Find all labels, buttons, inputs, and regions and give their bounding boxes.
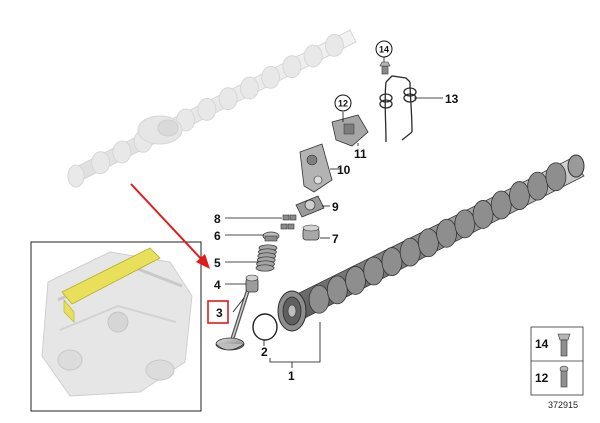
callout-1: 1 [288,369,295,383]
cam-lobe [112,140,132,164]
cam-lobe [399,237,421,267]
legend-label-14: 14 [535,337,549,351]
cam-lobe [509,181,530,210]
callout-labels: 8 6 5 4 3 2 1 7 9 10 11 13 [214,92,459,383]
cam-lobe [261,65,281,89]
valve-stem-seal [245,274,259,293]
valve-spring [255,244,278,272]
callout-10: 10 [337,163,351,177]
gate-block [331,114,369,147]
cam-lobe [282,55,302,79]
spring-retainer [262,231,280,242]
highlight-box [207,300,229,324]
valve-keeper [280,214,297,230]
cam-lobe [527,171,549,201]
cam-lobe [436,218,458,248]
callout-4: 4 [214,278,221,292]
bolt-icon [557,333,571,357]
svg-text:12: 12 [338,99,348,109]
engine-inset [30,241,202,412]
diagram-number: 372915 [548,400,578,410]
callout-2: 2 [261,345,268,359]
cam-lobe [239,76,259,100]
torsion-spring [379,75,417,143]
o-ring [252,313,278,341]
callout-9: 9 [332,200,339,214]
bolt-icon [559,365,569,388]
red-pointer-arrow [130,183,210,269]
lash-adjuster [302,224,320,241]
circled-callout-12: 12 [334,94,352,112]
callout-8: 8 [214,212,221,226]
roller-finger-follower [295,195,325,218]
cam-lobe [324,33,344,57]
callout-6: 6 [214,229,221,243]
ghost-camshaft [67,29,357,188]
callout-13: 13 [445,92,459,106]
callout-5: 5 [214,256,221,270]
fastener-legend: 14 12 [530,326,584,396]
cam-lobe [197,97,217,121]
callout-7: 7 [332,232,339,246]
cam-lobe [381,247,403,276]
cam-lobe [345,266,366,295]
cam-lobe [91,151,111,175]
svg-text:14: 14 [379,45,389,55]
cam-lobe [472,200,494,229]
spring-bolt [379,61,391,75]
intermediate-lever [299,143,333,193]
callout-3: 3 [216,306,223,320]
cam-lobe [454,209,476,239]
cam-lobe [303,44,323,68]
cam-lobe [545,162,567,192]
camshaft [277,154,585,332]
cam-lobe [490,190,512,220]
cam-lobe [326,275,348,305]
legend-label-12: 12 [535,371,549,385]
cam-lobe [417,228,439,258]
circled-callout-14: 14 [375,40,393,58]
highlighted-camshaft-region [61,247,161,305]
cam-lobe [218,87,238,111]
leader-lines [225,57,443,368]
valve [215,289,250,351]
spring-coil [255,264,275,272]
callout-11: 11 [354,147,367,161]
cam-lobe [363,256,385,286]
cam-lobe [308,284,330,314]
